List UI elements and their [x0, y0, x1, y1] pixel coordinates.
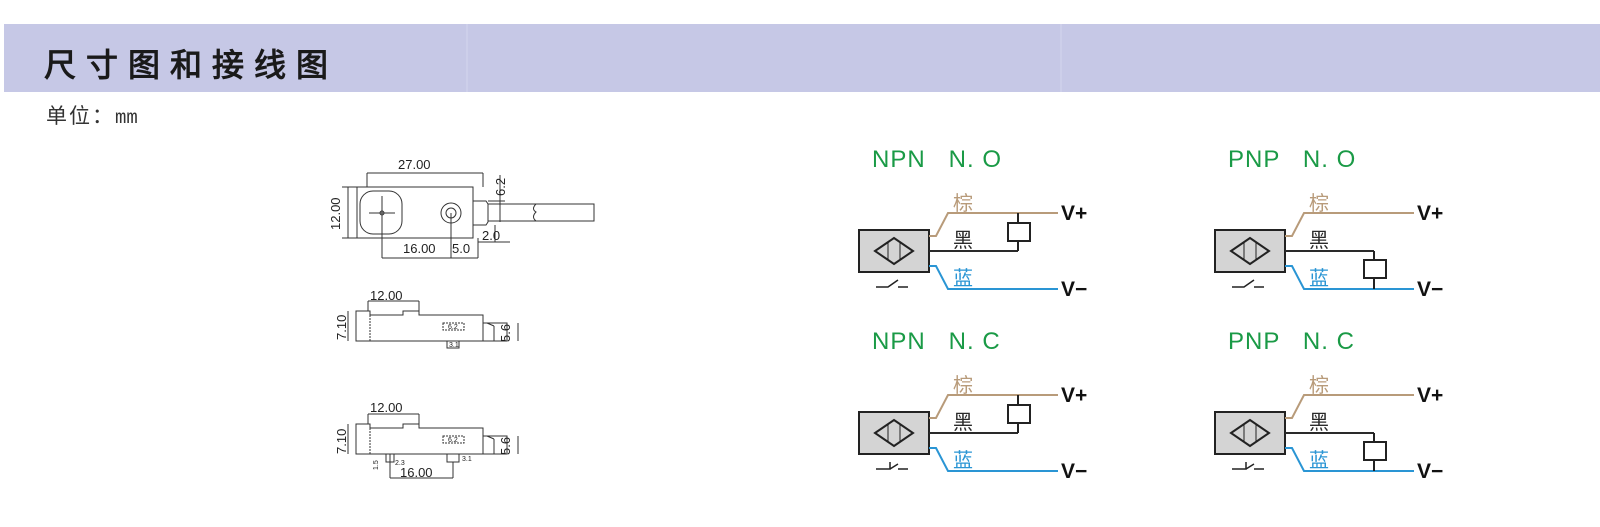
wiring-title-npn-nc: NPN N. C	[872, 328, 1001, 355]
no-contact-icon	[1232, 279, 1264, 288]
side2-right-height: 5.6	[498, 437, 513, 455]
brown-wire	[1285, 394, 1414, 419]
side2-slot-depth: 3.1	[462, 456, 472, 463]
wire-label-black: 黑	[1309, 412, 1329, 434]
wiring-title-npn-no: NPN N. O	[872, 146, 1003, 173]
unit-label: 单位：mm	[46, 100, 138, 130]
header-seam	[1060, 24, 1062, 92]
side2-small-b: 2.3	[395, 460, 405, 467]
sensor-body	[1214, 411, 1286, 455]
vplus-label: V+	[1417, 202, 1443, 225]
vplus-label: V+	[1061, 384, 1087, 407]
top-view-drawing	[342, 172, 595, 259]
sensor-body	[858, 229, 930, 273]
brown-wire	[929, 394, 1058, 419]
nc-contact-icon	[1232, 462, 1264, 470]
sensor-body	[858, 411, 930, 455]
unit-prefix: 单位：	[46, 104, 115, 128]
wire-label-brown: 棕	[1309, 192, 1329, 215]
top-view-coil	[359, 190, 403, 235]
wiring-diagram-pnp-no: 棕黑蓝 V+ V−	[1214, 192, 1443, 301]
header-seam	[466, 24, 468, 92]
vplus-label: V+	[1417, 384, 1443, 407]
wire-label-blue: 蓝	[1309, 449, 1329, 472]
wire-label-brown: 棕	[1309, 374, 1329, 397]
brown-wire	[1285, 212, 1414, 237]
wire-label-brown: 棕	[953, 374, 973, 397]
wire-label-black: 黑	[953, 230, 973, 252]
nc-contact-icon	[876, 462, 908, 470]
section-title: 尺寸图和接线图	[44, 46, 339, 84]
cable	[487, 203, 595, 222]
dim-length: 27.00	[398, 157, 431, 172]
blue-wire	[929, 447, 1058, 472]
section-header-band	[4, 24, 1600, 92]
brown-wire	[929, 212, 1058, 237]
cable-gland	[473, 200, 489, 226]
blue-wire	[1285, 265, 1414, 290]
sensor-body	[1214, 229, 1286, 273]
side2-top-length: 12.00	[370, 400, 403, 415]
side1-slot-width: 6.2	[448, 324, 458, 331]
wire-label-blue: 蓝	[953, 267, 973, 290]
no-contact-icon	[876, 279, 908, 288]
wire-label-blue: 蓝	[1309, 267, 1329, 290]
dim-cable-offset: 2.0	[482, 228, 500, 243]
side1-right-height: 5.6	[498, 324, 513, 342]
vminus-label: V−	[1417, 278, 1443, 301]
top-view-body	[356, 186, 474, 239]
wiring-diagram-npn-no: 棕黑蓝 V+ V−	[858, 192, 1087, 301]
vplus-label: V+	[1061, 202, 1087, 225]
dim-width: 12.00	[328, 197, 343, 230]
side2-bottom-length: 16.00	[400, 465, 433, 480]
load-relay-icon	[1363, 441, 1387, 461]
side2-slot-width: 6.2	[448, 437, 458, 444]
wire-label-black: 黑	[1309, 230, 1329, 252]
wire-label-black: 黑	[953, 412, 973, 434]
wiring-title-pnp-nc: PNP N. C	[1228, 328, 1355, 355]
side-view-1-drawing	[347, 300, 519, 349]
load-relay-icon	[1007, 404, 1031, 424]
dim-cable-dia: 6.2	[493, 178, 508, 196]
side2-small-a: 1.5	[373, 460, 380, 470]
side1-slot-depth: 3.1	[449, 342, 459, 349]
side-view-2-drawing	[347, 413, 519, 479]
load-relay-icon	[1007, 222, 1031, 242]
wiring-diagram-pnp-nc: 棕黑蓝 V+ V−	[1214, 374, 1443, 483]
wire-label-blue: 蓝	[953, 449, 973, 472]
blue-wire	[929, 265, 1058, 290]
side2-height: 7.10	[334, 429, 349, 454]
load-relay-icon	[1363, 259, 1387, 279]
side1-top-length: 12.00	[370, 288, 403, 303]
wiring-title-pnp-no: PNP N. O	[1228, 146, 1357, 173]
dim-hole-offset: 5.0	[452, 241, 470, 256]
dim-hole-spacing: 16.00	[403, 241, 436, 256]
wire-label-brown: 棕	[953, 192, 973, 215]
vminus-label: V−	[1417, 460, 1443, 483]
side1-height: 7.10	[334, 315, 349, 340]
wiring-diagram-npn-nc: 棕黑蓝 V+ V−	[858, 374, 1087, 483]
unit-value: mm	[115, 107, 138, 129]
vminus-label: V−	[1061, 460, 1087, 483]
vminus-label: V−	[1061, 278, 1087, 301]
blue-wire	[1285, 447, 1414, 472]
dimension-drawings: 27.00 12.00 6.2 16.00 5.0 2.0 12.00 7.10…	[328, 157, 595, 480]
